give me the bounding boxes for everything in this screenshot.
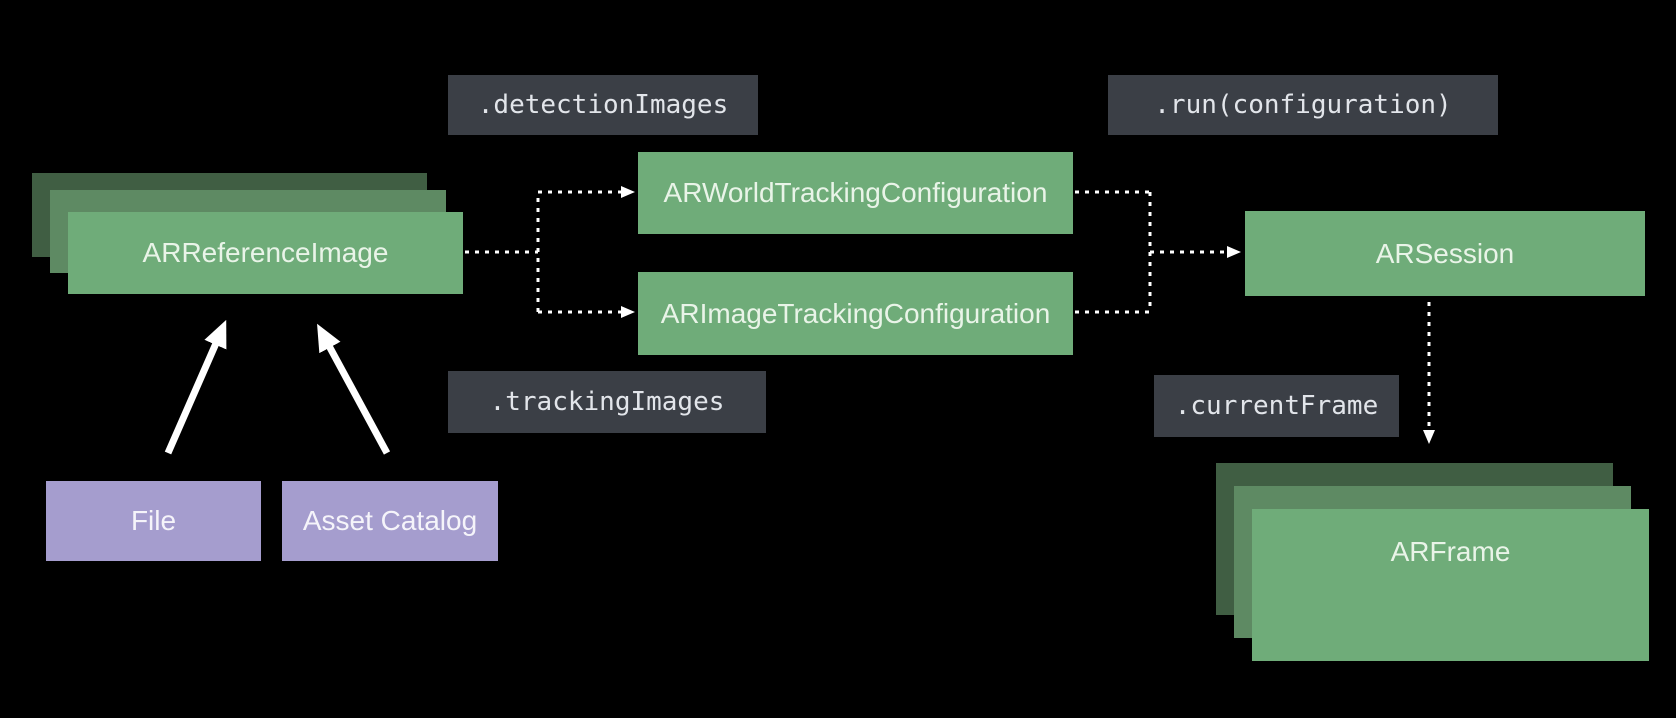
- node-ar-session: ARSession: [1245, 211, 1645, 296]
- code-label-current-frame: .currentFrame: [1154, 375, 1399, 437]
- node-ar-image-tracking-configuration-label: ARImageTrackingConfiguration: [660, 297, 1051, 329]
- node-asset-catalog-label: Asset Catalog: [302, 505, 478, 537]
- code-label-tracking-images-text: .trackingImages: [489, 387, 725, 417]
- node-ar-image-tracking-configuration: ARImageTrackingConfiguration: [638, 272, 1073, 355]
- solid-arrow-asset-catalog-to-arreferenceimage: [317, 323, 391, 455]
- node-ar-frame-label: ARFrame: [1390, 536, 1511, 567]
- code-label-tracking-images: .trackingImages: [448, 371, 766, 433]
- node-asset-catalog: Asset Catalog: [282, 481, 498, 561]
- node-ar-world-tracking-configuration: ARWorldTrackingConfiguration: [638, 152, 1073, 234]
- code-label-run-configuration: .run(configuration): [1108, 75, 1498, 135]
- node-ar-reference-image-label: ARReferenceImage: [142, 237, 389, 269]
- code-label-current-frame-text: .currentFrame: [1174, 391, 1379, 421]
- node-file: File: [46, 481, 261, 561]
- code-label-run-configuration-text: .run(configuration): [1154, 90, 1452, 120]
- node-ar-world-tracking-configuration-label: ARWorldTrackingConfiguration: [663, 177, 1048, 209]
- node-file-label: File: [130, 505, 177, 537]
- node-ar-reference-image: ARReferenceImage: [68, 212, 463, 294]
- node-ar-session-label: ARSession: [1375, 237, 1515, 269]
- node-ar-frame: ARFrame: [1252, 509, 1649, 661]
- solid-arrow-file-to-arreferenceimage: [164, 319, 227, 455]
- code-label-detection-images-text: .detectionImages: [477, 90, 729, 120]
- code-label-detection-images: .detectionImages: [448, 75, 758, 135]
